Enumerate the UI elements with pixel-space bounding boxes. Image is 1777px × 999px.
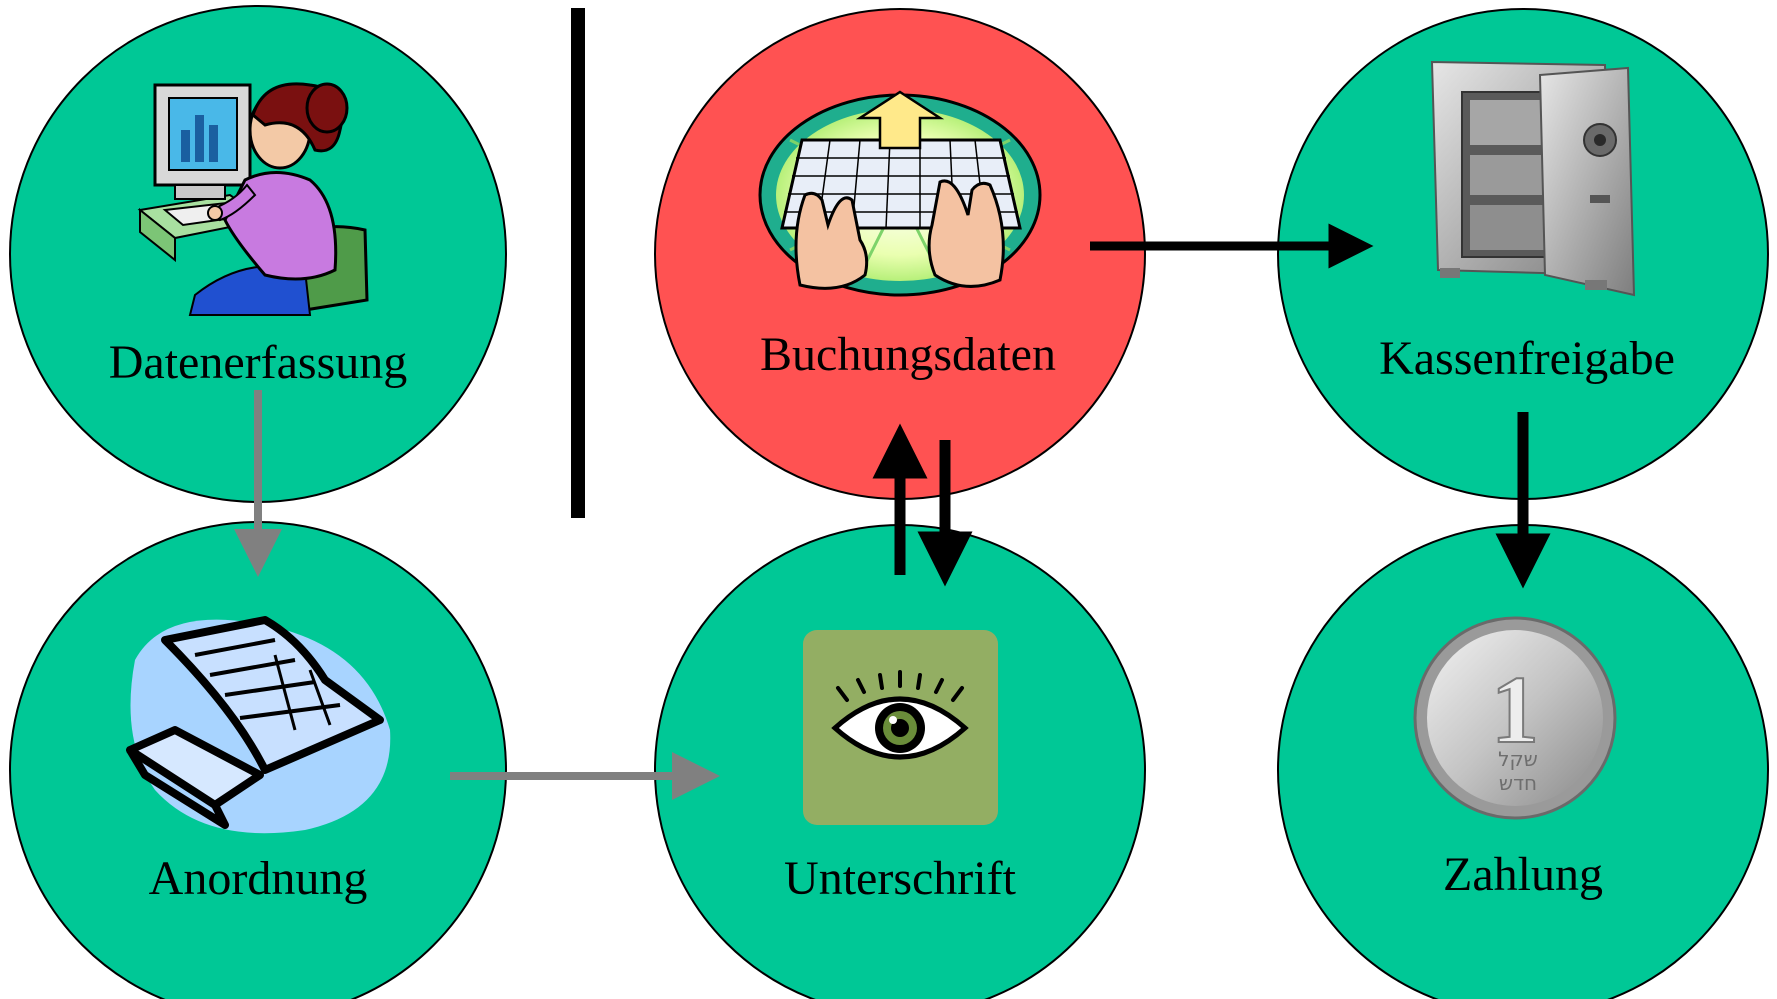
label-unterschrift: Unterschrift	[784, 852, 1017, 905]
label-datenerfassung: Datenerfassung	[109, 336, 408, 389]
label-kassenfreigabe: Kassenfreigabe	[1379, 332, 1675, 385]
coin-icon: 1 שקל חדש	[1413, 616, 1617, 820]
woman-at-computer-icon	[137, 82, 369, 316]
keyboard-hands-icon	[758, 90, 1042, 297]
coin-text-line2: חדש	[1499, 771, 1537, 795]
eye-icon	[803, 630, 998, 825]
label-zahlung: Zahlung	[1443, 848, 1603, 901]
label-buchungsdaten: Buchungsdaten	[760, 328, 1056, 381]
safe-icon	[1430, 60, 1636, 297]
label-anordnung: Anordnung	[149, 852, 368, 905]
receipt-printer-icon	[126, 616, 391, 834]
coin-text-line1: שקל	[1498, 747, 1538, 771]
coin-numeral: 1	[1491, 656, 1539, 763]
